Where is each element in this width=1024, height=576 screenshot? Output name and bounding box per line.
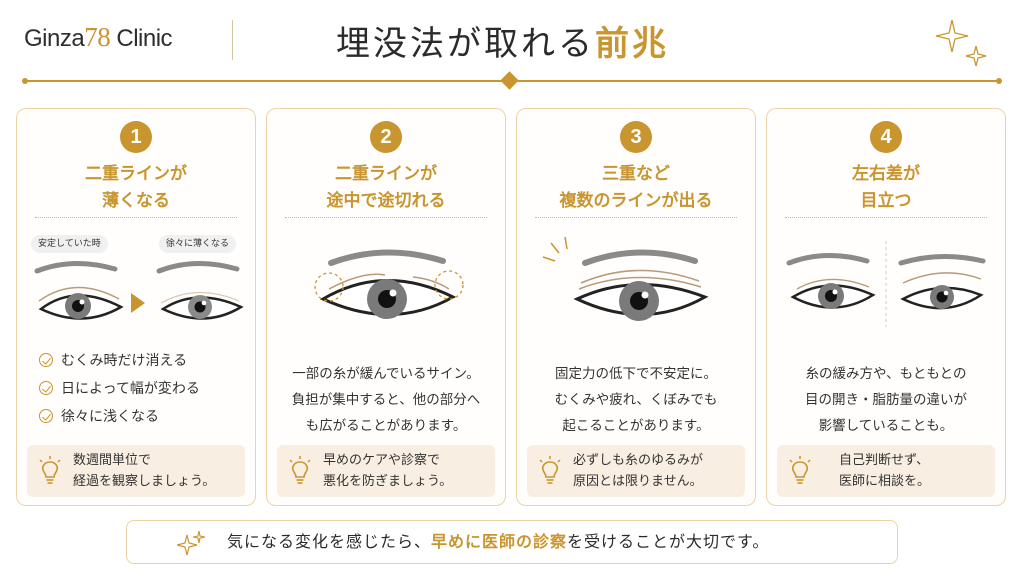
card-heading-line1: 左右差が — [852, 164, 920, 184]
check-item: 徐々に浅くなる — [39, 403, 200, 431]
tip-text: 必ずしも糸のゆるみが 原因とは限りません。 — [573, 450, 739, 492]
tip-box: 必ずしも糸のゆるみが 原因とは限りません。 — [527, 445, 745, 497]
card-number-badge: 1 — [120, 121, 152, 153]
card-heading-line2: 目立つ — [860, 191, 912, 211]
advice-highlight: 早めに医師の診察 — [431, 532, 568, 551]
tip-line2: 医師に相談を。 — [839, 474, 931, 489]
card-heading-line1: 二重ラインが — [85, 164, 187, 184]
brand-logo: Ginza78 Clinic — [24, 22, 173, 53]
dotted-divider — [785, 217, 987, 218]
sparkle-icon — [935, 19, 987, 67]
card-heading: 左右差が 目立つ — [767, 161, 1005, 215]
card-number-badge: 2 — [370, 121, 402, 153]
tip-box: 早めのケアや診察で 悪化を防ぎましょう。 — [277, 445, 495, 497]
tip-box: 数週間単位で 経過を観察しましょう。 — [27, 445, 245, 497]
page-title-main: 埋没法が取れる — [336, 24, 595, 64]
sign-card-2: 2 二重ラインが 途中で途切れる 一部の糸が緩んでいるサイン。 負担が集中すると… — [266, 108, 506, 506]
before-chip: 安定していた時 — [31, 235, 108, 253]
sign-card-1: 1 二重ラインが 薄くなる 安定していた時 徐々に薄くなる むくみ時だけ消える … — [16, 108, 256, 506]
eye-illustration — [314, 249, 464, 319]
card-number-badge: 4 — [870, 121, 902, 153]
card-number-badge: 3 — [620, 121, 652, 153]
sign-card-4: 4 左右差が 目立つ 糸の緩み方や、もともとの 目の開き・脂肪量の違いが 影響し… — [766, 108, 1006, 506]
check-icon — [39, 353, 53, 367]
check-item: 日によって幅が変わる — [39, 375, 200, 403]
eye-comparison-illustration — [34, 260, 244, 320]
check-label: 徐々に浅くなる — [61, 409, 159, 425]
card-heading-line1: 二重ラインが — [335, 164, 437, 184]
description-line: 一部の糸が緩んでいるサイン。 — [292, 366, 480, 382]
dotted-divider — [535, 217, 737, 218]
card-description: 糸の緩み方や、もともとの 目の開き・脂肪量の違いが 影響していることも。 — [767, 361, 1005, 439]
dotted-divider — [35, 217, 237, 218]
card-heading: 二重ラインが 途中で途切れる — [267, 161, 505, 215]
card-heading-line2: 薄くなる — [102, 191, 170, 211]
lightbulb-icon — [39, 456, 61, 484]
sparkle-icon — [177, 530, 206, 556]
description-line: 負担が集中すると、他の部分へ — [291, 392, 481, 408]
card-description: 固定力の低下で不安定に。 むくみや疲れ、くぼみでも 起こることがあります。 — [517, 361, 755, 439]
tip-line2: 経過を観察しましょう。 — [73, 474, 216, 489]
check-item: むくみ時だけ消える — [39, 347, 200, 375]
rule-diamond — [500, 71, 519, 90]
advice-banner: 気になる変化を感じたら、早めに医師の診察を受けることが大切です。 — [126, 520, 898, 564]
description-line: 目の開き・脂肪量の違いが — [805, 392, 967, 408]
lightbulb-icon — [289, 456, 311, 484]
page-title: 埋没法が取れる前兆 — [336, 16, 669, 65]
tip-line2: 悪化を防ぎましょう。 — [323, 474, 453, 489]
tip-line1: 必ずしも糸のゆるみが — [573, 453, 704, 468]
description-line: 起こることがあります。 — [562, 418, 710, 434]
brand-name-prefix: Ginza — [24, 25, 85, 52]
card-heading-line2: 途中で途切れる — [326, 191, 446, 211]
card-description: 一部の糸が緩んでいるサイン。 負担が集中すると、他の部分へ も広がることがありま… — [267, 361, 505, 439]
tip-text: 数週間単位で 経過を観察しましょう。 — [73, 450, 239, 492]
check-label: 日によって幅が変わる — [61, 381, 200, 397]
advice-message: 気になる変化を感じたら、早めに医師の診察を受けることが大切です。 — [227, 521, 769, 563]
eye-illustration — [542, 236, 709, 321]
tip-text: 早めのケアや診察で 悪化を防ぎましょう。 — [323, 450, 489, 492]
brand-name-suffix: Clinic — [110, 25, 173, 52]
tip-line1: 自己判断せず、 — [839, 453, 930, 468]
description-line: 糸の緩み方や、もともとの — [805, 366, 967, 382]
rule-dot-right — [996, 78, 1002, 84]
brand-name-number: 78 — [84, 22, 111, 52]
logo-divider — [232, 20, 233, 60]
tip-line2: 原因とは限りません。 — [573, 474, 703, 489]
description-line: も広がることがあります。 — [305, 418, 467, 434]
dotted-divider — [285, 217, 487, 218]
card-heading-line1: 三重など — [602, 164, 670, 184]
tip-line1: 数週間単位で — [73, 453, 152, 468]
card-heading: 二重ラインが 薄くなる — [17, 161, 255, 215]
page-title-highlight: 前兆 — [595, 24, 669, 64]
card-heading-line2: 複数のラインが出る — [559, 191, 713, 211]
check-label: むくみ時だけ消える — [61, 353, 188, 369]
description-line: むくみや疲れ、くぼみでも — [554, 392, 718, 408]
description-line: 影響していることも。 — [818, 418, 954, 434]
check-icon — [39, 409, 53, 423]
tip-line1: 早めのケアや診察で — [323, 453, 441, 468]
symptom-checklist: むくみ時だけ消える 日によって幅が変わる 徐々に浅くなる — [39, 347, 200, 431]
tip-box: 自己判断せず、 医師に相談を。 — [777, 445, 995, 497]
advice-pre: 気になる変化を感じたら、 — [227, 532, 432, 551]
tip-text: 自己判断せず、 医師に相談を。 — [839, 450, 989, 492]
eye-comparison-illustration — [786, 241, 986, 327]
lightbulb-icon — [789, 456, 811, 484]
after-chip: 徐々に薄くなる — [159, 235, 237, 253]
sign-card-3: 3 三重など 複数のラインが出る 固定力の低下で不安定に。 むくみや疲れ、くぼみ… — [516, 108, 756, 506]
advice-post: を受けることが大切です。 — [567, 532, 770, 551]
description-line: 固定力の低下で不安定に。 — [555, 366, 717, 382]
check-icon — [39, 381, 53, 395]
card-heading: 三重など 複数のラインが出る — [517, 161, 755, 215]
lightbulb-icon — [539, 456, 561, 484]
